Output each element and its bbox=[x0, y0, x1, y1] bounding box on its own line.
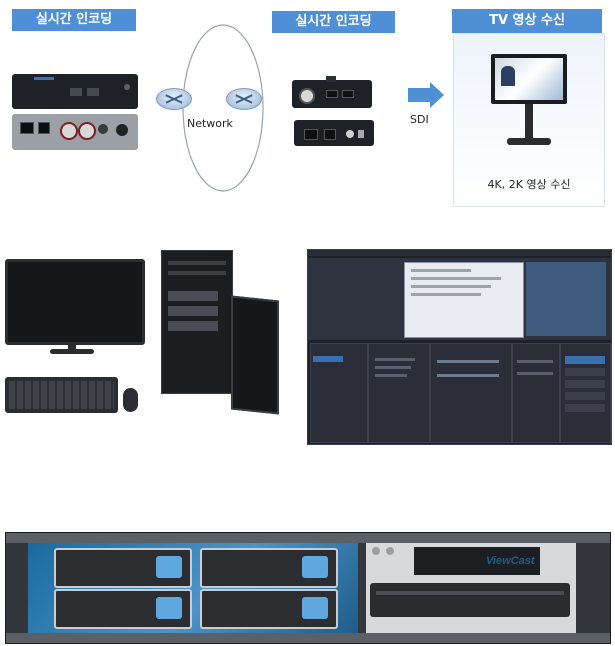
network-label: Network bbox=[187, 117, 233, 130]
pc-monitor-base bbox=[50, 349, 94, 354]
software-panel-scenes bbox=[310, 343, 368, 443]
tv-receive-label: TV 영상 수신 bbox=[452, 9, 602, 33]
tv-stand bbox=[525, 104, 533, 140]
sdi-arrow-icon bbox=[408, 88, 430, 102]
tv-monitor bbox=[491, 54, 567, 104]
keyboard bbox=[5, 377, 118, 413]
encoder-left-front bbox=[12, 74, 138, 109]
tv-base bbox=[507, 138, 551, 145]
sdi-arrowhead-icon bbox=[430, 82, 444, 108]
tv-caption: 4K, 2K 영상 수신 bbox=[487, 178, 571, 191]
software-screen bbox=[307, 249, 612, 445]
mouse bbox=[123, 388, 138, 412]
pc-monitor-neck bbox=[68, 342, 76, 350]
network-ring bbox=[182, 24, 264, 192]
drive-bay-1 bbox=[54, 548, 192, 588]
drive-bay-3 bbox=[54, 589, 192, 629]
encoder-right-label: 실시간 인코딩 bbox=[272, 11, 395, 33]
tower-server bbox=[161, 250, 233, 394]
software-panel-controls bbox=[560, 343, 611, 443]
sdi-label: SDI bbox=[410, 113, 429, 126]
encoder-left-back bbox=[12, 114, 138, 150]
tv-panel: 4K, 2K 영상 수신 bbox=[453, 33, 605, 207]
router-left-icon bbox=[156, 88, 192, 110]
software-panel-mixer bbox=[430, 343, 512, 443]
encoder-right-front bbox=[292, 76, 372, 108]
drive-bay-4 bbox=[200, 589, 338, 629]
software-panel-sources bbox=[368, 343, 430, 443]
pc-monitor bbox=[5, 259, 145, 345]
tower-server-door bbox=[231, 295, 279, 415]
encoder-right-back bbox=[294, 120, 374, 146]
drive-bay-2 bbox=[200, 548, 338, 588]
software-panel-transitions bbox=[512, 343, 560, 443]
server-brand-logo: ViewCast bbox=[486, 555, 535, 567]
router-right-icon bbox=[226, 88, 262, 110]
software-preview bbox=[308, 258, 611, 340]
optical-drive bbox=[370, 583, 570, 617]
rack-server: ViewCast bbox=[5, 532, 611, 644]
encoder-left-label: 실시간 인코딩 bbox=[12, 9, 136, 31]
